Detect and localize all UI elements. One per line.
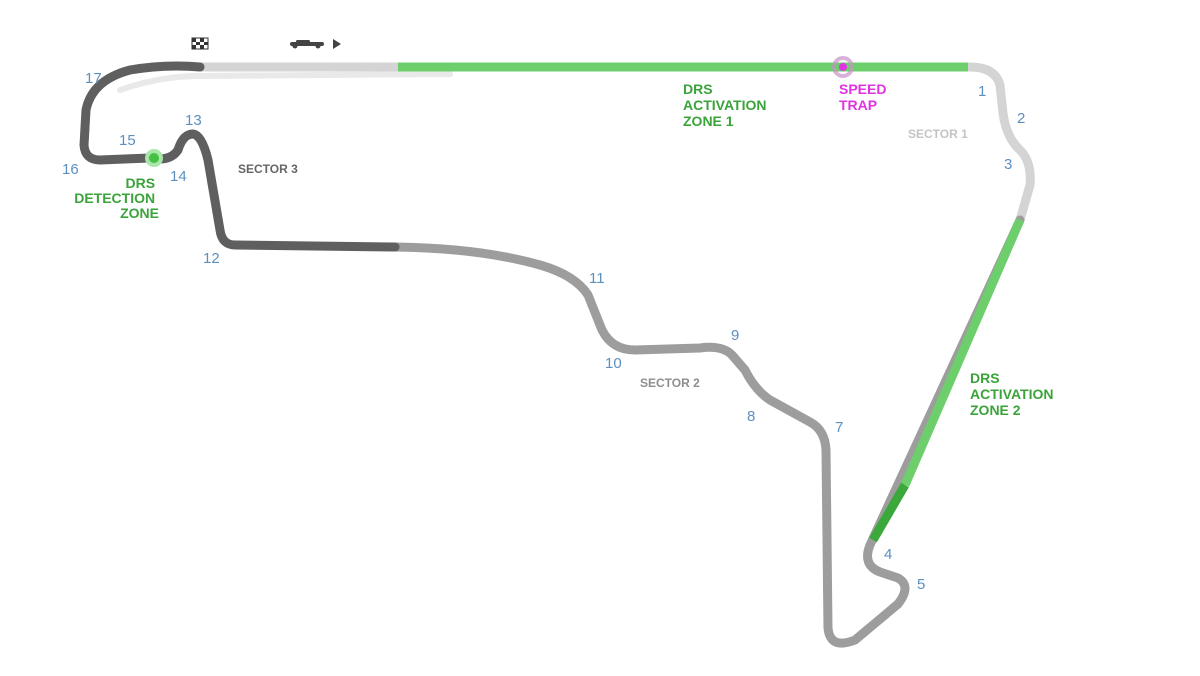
chequered-flag-icon <box>191 37 209 50</box>
drs-zone-2-end <box>869 482 909 543</box>
turn-number: 2 <box>1017 110 1025 127</box>
drs-zone-2-label: DRS ACTIVATION ZONE 2 <box>970 370 1057 418</box>
turn-number: 1 <box>978 83 986 100</box>
sector-1-label: SECTOR 1 <box>908 127 968 141</box>
turn-number: 12 <box>203 250 220 267</box>
speed-trap-marker <box>832 56 854 78</box>
turn-number: 4 <box>884 546 892 563</box>
track-sector-2 <box>390 215 1025 648</box>
speed-trap-label: SPEED TRAP <box>839 81 890 113</box>
turn-number: 7 <box>835 419 843 436</box>
drs-zone-2 <box>900 218 1025 487</box>
turn-number: 14 <box>170 168 187 185</box>
turn-number: 9 <box>731 327 739 344</box>
turn-number: 11 <box>589 270 605 287</box>
drs-detection-label: DRS DETECTION ZONE <box>74 175 159 221</box>
turn-number: 13 <box>185 112 202 129</box>
turn-number: 16 <box>62 161 79 178</box>
speed-trap-dot <box>839 63 847 71</box>
race-direction-car-icon <box>290 39 341 49</box>
sector-3-label: SECTOR 3 <box>238 162 298 176</box>
sector-2-label: SECTOR 2 <box>640 376 700 390</box>
pit-lane <box>117 71 453 93</box>
turn-number: 8 <box>747 408 755 425</box>
drs-zone-1-label: DRS ACTIVATION ZONE 1 <box>683 81 770 129</box>
track-sector-1 <box>195 62 1035 225</box>
turn-number: 15 <box>119 132 136 149</box>
turn-number: 10 <box>605 355 622 372</box>
track-sector-3 <box>79 61 400 252</box>
turn-number: 3 <box>1004 156 1012 173</box>
turn-number: 5 <box>917 576 925 593</box>
drs-detection-point <box>145 149 163 167</box>
turn-number: 17 <box>85 70 102 87</box>
